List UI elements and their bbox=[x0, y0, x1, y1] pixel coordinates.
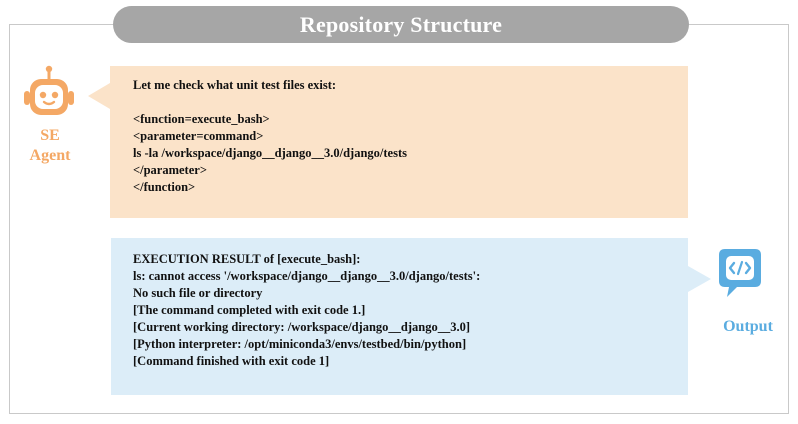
output-line: EXECUTION RESULT of [execute_bash]: bbox=[133, 252, 361, 266]
diagram-title: Repository Structure bbox=[113, 6, 689, 43]
robot-icon bbox=[20, 65, 78, 123]
output-line: [Python interpreter: /opt/miniconda3/env… bbox=[133, 337, 467, 351]
agent-code-line: <function=execute_bash> bbox=[133, 112, 270, 126]
agent-code-line: </function> bbox=[133, 180, 196, 194]
agent-label: SE Agent bbox=[14, 126, 86, 166]
agent-message-bubble: Let me check what unit test files exist:… bbox=[88, 66, 688, 218]
output-line: No such file or directory bbox=[133, 286, 263, 300]
output-label: Output bbox=[723, 318, 773, 335]
agent-label-line2: Agent bbox=[29, 147, 71, 164]
code-chat-icon bbox=[717, 247, 763, 299]
output-line: [Command finished with exit code 1] bbox=[133, 354, 330, 368]
output-line: ls: cannot access '/workspace/django__dj… bbox=[133, 269, 481, 283]
agent-code-line: <parameter=command> bbox=[133, 129, 264, 143]
agent-code-line: </parameter> bbox=[133, 163, 207, 177]
agent-intro: Let me check what unit test files exist: bbox=[133, 78, 337, 92]
output-line: [The command completed with exit code 1.… bbox=[133, 303, 366, 317]
agent-label-line1: SE bbox=[40, 127, 60, 144]
output-line: [Current working directory: /workspace/d… bbox=[133, 320, 471, 334]
output-message-bubble: EXECUTION RESULT of [execute_bash]: ls: … bbox=[111, 238, 711, 395]
agent-spacer bbox=[133, 94, 688, 111]
agent-code-line: ls -la /workspace/django__django__3.0/dj… bbox=[133, 146, 407, 160]
